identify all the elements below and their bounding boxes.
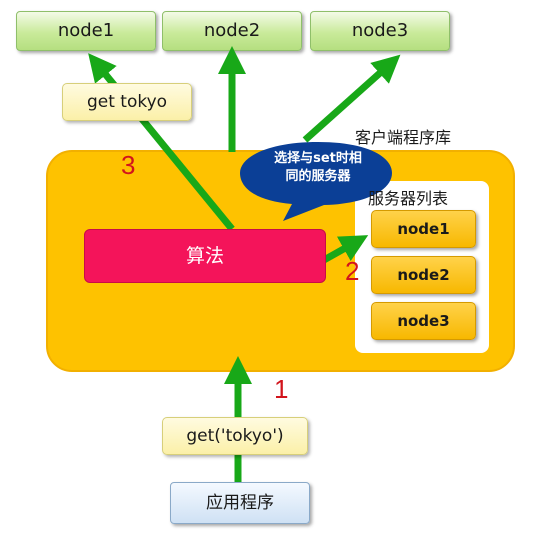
algorithm-box: 算法 bbox=[84, 229, 326, 283]
arrow-to-node3 bbox=[302, 54, 401, 143]
node3-box: node3 bbox=[310, 11, 450, 51]
step-number-1: 1 bbox=[274, 374, 289, 404]
server-node1: node1 bbox=[371, 210, 476, 248]
callout-line-1: 选择与set时相 bbox=[274, 151, 362, 166]
callout-text: 选择与set时相 同的服务器 bbox=[262, 150, 374, 186]
application-box: 应用程序 bbox=[170, 482, 310, 524]
node1-box: node1 bbox=[16, 11, 156, 51]
get-tokyo-label: get tokyo bbox=[62, 83, 192, 121]
server-node2: node2 bbox=[371, 256, 476, 294]
step-number-3: 3 bbox=[121, 150, 136, 180]
client-library-title: 客户端程序库 bbox=[355, 128, 452, 147]
callout-line-2: 同的服务器 bbox=[285, 169, 351, 184]
arrow-algorithm-to-server-list bbox=[322, 235, 369, 264]
get-request-label: get('tokyo') bbox=[162, 417, 308, 455]
server-node3: node3 bbox=[371, 302, 476, 340]
server-list-title: 服务器列表 bbox=[368, 189, 449, 208]
step-number-2: 2 bbox=[345, 256, 360, 286]
callout-bubble bbox=[240, 142, 392, 221]
